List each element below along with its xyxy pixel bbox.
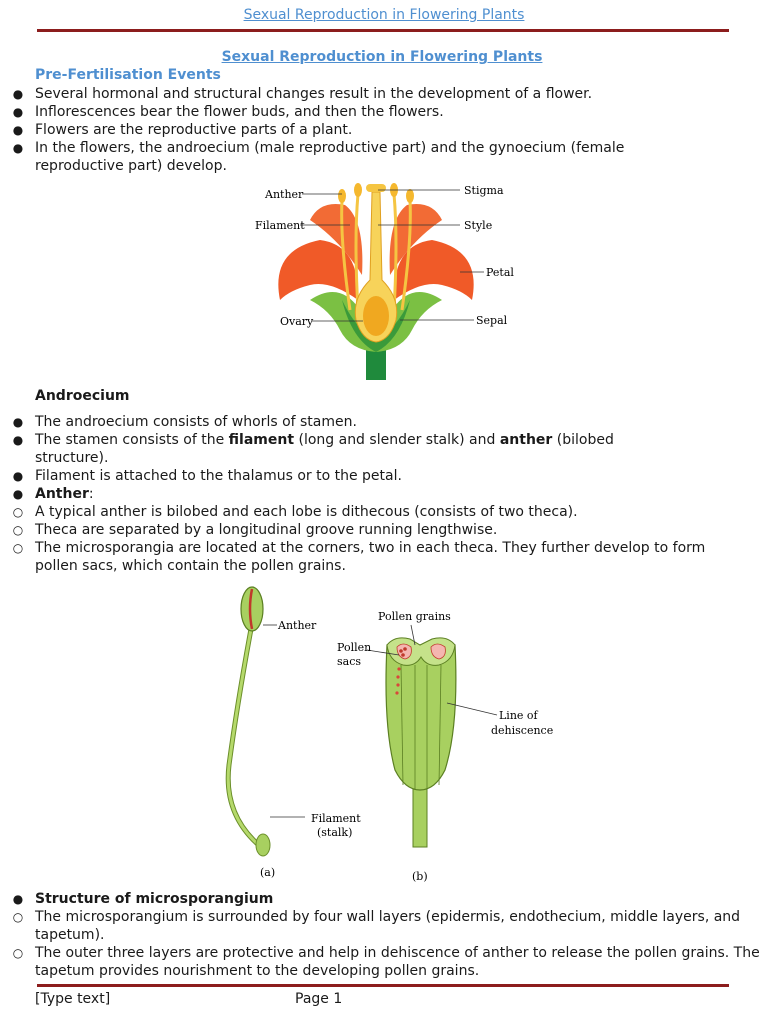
list-item: ●Structure of microsporangium <box>12 891 274 907</box>
label-line-of: Line of <box>499 709 539 722</box>
bullet-icon: ● <box>12 105 24 119</box>
label-style: Style <box>464 219 492 232</box>
filament-2 <box>354 193 360 311</box>
list-item: ●Anther: <box>12 486 94 502</box>
list-item: ●The androecium consists of whorls of st… <box>12 414 357 430</box>
list-item: ●Several hormonal and structural changes… <box>12 86 593 102</box>
list-item: ●Filament is attached to the thalamus or… <box>12 468 402 484</box>
bullet-icon: ● <box>12 123 24 137</box>
anther-1 <box>338 189 346 203</box>
petal-left <box>278 240 359 300</box>
filament-4 <box>392 193 398 311</box>
header-link[interactable]: Sexual Reproduction in Flowering Plants <box>243 7 525 23</box>
pollen-sac-2 <box>430 643 446 660</box>
label-anther-a: Anther <box>277 619 317 632</box>
label-b: (b) <box>412 870 428 883</box>
list-item: ●In the flowers, the androecium (male re… <box>12 140 625 174</box>
pre-fertilisation-list: ●Several hormonal and structural changes… <box>0 85 740 175</box>
section-heading-androecium: Androecium <box>35 388 130 404</box>
bullet-icon: ● <box>12 415 24 429</box>
anther-3 <box>406 189 414 203</box>
stamen-diagram: Anther Filament (stalk) (a) Pollen grain… <box>225 586 553 883</box>
list-item: ●Inflorescences bear the flower buds, an… <box>12 104 444 120</box>
label-dehiscence: dehiscence <box>491 724 553 737</box>
section-heading-pre-fertilisation: Pre-Fertilisation Events <box>35 67 221 83</box>
ovary <box>363 296 389 336</box>
list-item: ○The microsporangium is surrounded by fo… <box>12 909 741 943</box>
list-item: ○The outer three layers are protective a… <box>12 945 760 979</box>
filament-base <box>255 833 271 857</box>
label-petal: Petal <box>486 266 514 279</box>
circle-bullet-icon: ○ <box>12 910 24 924</box>
anther-a <box>240 586 264 632</box>
circle-bullet-icon: ○ <box>12 505 24 519</box>
petal-back-right <box>389 204 442 275</box>
anther-b-stalk <box>412 784 428 848</box>
anther-b-body <box>385 644 457 791</box>
label-filament: Filament <box>255 219 305 232</box>
bullet-icon: ● <box>12 487 24 501</box>
list-item: ●Flowers are the reproductive parts of a… <box>12 122 353 138</box>
stigma <box>366 184 386 192</box>
label-pollen: Pollen <box>337 641 371 654</box>
bullet-icon: ● <box>12 87 24 101</box>
label-anther: Anther <box>264 188 304 201</box>
label-stigma: Stigma <box>464 184 504 197</box>
androecium-list: ●The androecium consists of whorls of st… <box>0 413 740 575</box>
bullet-icon: ● <box>12 469 24 483</box>
filament-1 <box>340 199 352 311</box>
microsporangium-list: ●Structure of microsporangium ○The micro… <box>0 890 760 980</box>
footer-rule <box>37 984 729 987</box>
anther-2 <box>354 183 362 197</box>
label-sacs: sacs <box>337 655 361 668</box>
circle-bullet-icon: ○ <box>12 523 24 537</box>
list-item: ○Theca are separated by a longitudinal g… <box>12 522 498 538</box>
list-item: ○A typical anther is bilobed and each lo… <box>12 504 578 520</box>
label-pollen-grains: Pollen grains <box>378 610 451 623</box>
header-rule <box>37 29 729 32</box>
label-a: (a) <box>260 866 275 879</box>
petal-back-left <box>310 204 363 275</box>
filament-3 <box>400 199 412 311</box>
footer-placeholder: [Type text] <box>35 991 111 1007</box>
bullet-icon: ● <box>12 433 24 447</box>
page-title[interactable]: Sexual Reproduction in Flowering Plants <box>221 49 543 65</box>
bullet-icon: ● <box>12 141 24 155</box>
list-item: ○The microsporangia are located at the c… <box>12 540 706 574</box>
label-filament-stalk: (stalk) <box>317 826 352 839</box>
label-filament-a: Filament <box>311 812 361 825</box>
petal-right <box>393 240 474 300</box>
flower-diagram: Anther Filament Ovary Stigma Style Petal… <box>255 183 514 380</box>
footer-page-number: Page 1 <box>295 991 343 1007</box>
bullet-icon: ● <box>12 892 24 906</box>
list-item: ●The stamen consists of the filament (lo… <box>12 432 614 466</box>
label-ovary: Ovary <box>280 315 314 328</box>
circle-bullet-icon: ○ <box>12 946 24 960</box>
circle-bullet-icon: ○ <box>12 541 24 555</box>
label-sepal: Sepal <box>476 314 508 327</box>
